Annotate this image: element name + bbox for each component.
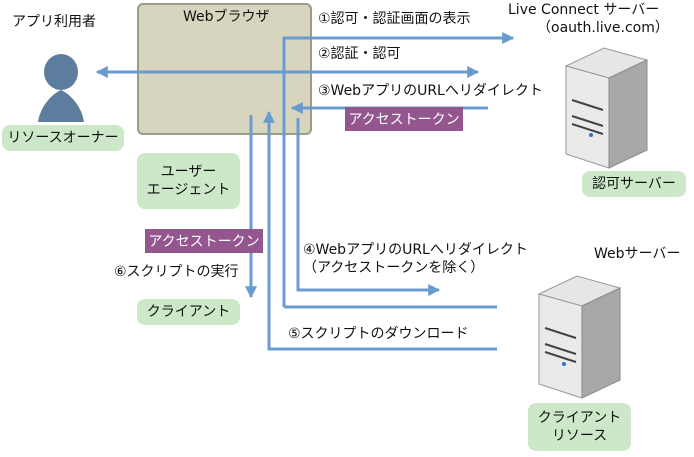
resource-owner-box: リソースオーナー (2, 125, 124, 151)
client-box: クライアント (137, 299, 240, 325)
step4-label-line1: ④WebアプリのURLへリダイレクト (303, 242, 528, 258)
auth-server-host: （oauth.live.com） (537, 20, 669, 36)
user-agent-line2: エージェント (146, 182, 231, 198)
user-agent-box: ユーザー エージェント (137, 153, 240, 209)
user-agent-line1: ユーザー (160, 164, 217, 180)
auth-server-label: 認可サーバー (592, 176, 676, 192)
auth-server-box: 認可サーバー (582, 171, 686, 197)
access-token-badge-client: アクセストークン (145, 229, 263, 253)
step2-label: ②認証・認可 (318, 46, 401, 62)
user-title: アプリ利用者 (12, 14, 96, 30)
user-icon (38, 54, 84, 122)
web-server-icon (537, 275, 622, 399)
step3-label: ③WebアプリのURLへリダイレクト (318, 83, 543, 99)
step1-label: ①認可・認証画面の表示 (318, 11, 471, 27)
arrow-step1 (282, 32, 515, 307)
access-token-label-auth: アクセストークン (348, 112, 460, 128)
client-resource-line2: リソース (551, 428, 608, 444)
arrow-step5 (263, 110, 497, 351)
browser-label: Webブラウザ (183, 9, 270, 25)
resource-owner-label: リソースオーナー (7, 130, 119, 146)
client-resource-box: クライアント リソース (528, 403, 631, 451)
access-token-label-client: アクセストークン (148, 234, 260, 250)
client-label: クライアント (146, 304, 231, 320)
access-token-badge-auth: アクセストークン (345, 107, 463, 131)
auth-server-icon (564, 47, 649, 169)
arrow-step4 (296, 118, 441, 296)
web-server-title: Webサーバー (594, 246, 681, 262)
client-resource-line1: クライアント (537, 410, 622, 426)
step4-label-line2: （アクセストークンを除く） (303, 260, 485, 276)
auth-server-title: Live Connect サーバー (508, 2, 660, 18)
step6-label: ⑥スクリプトの実行 (114, 264, 239, 280)
step5-label: ⑤スクリプトのダウンロード (288, 326, 469, 342)
